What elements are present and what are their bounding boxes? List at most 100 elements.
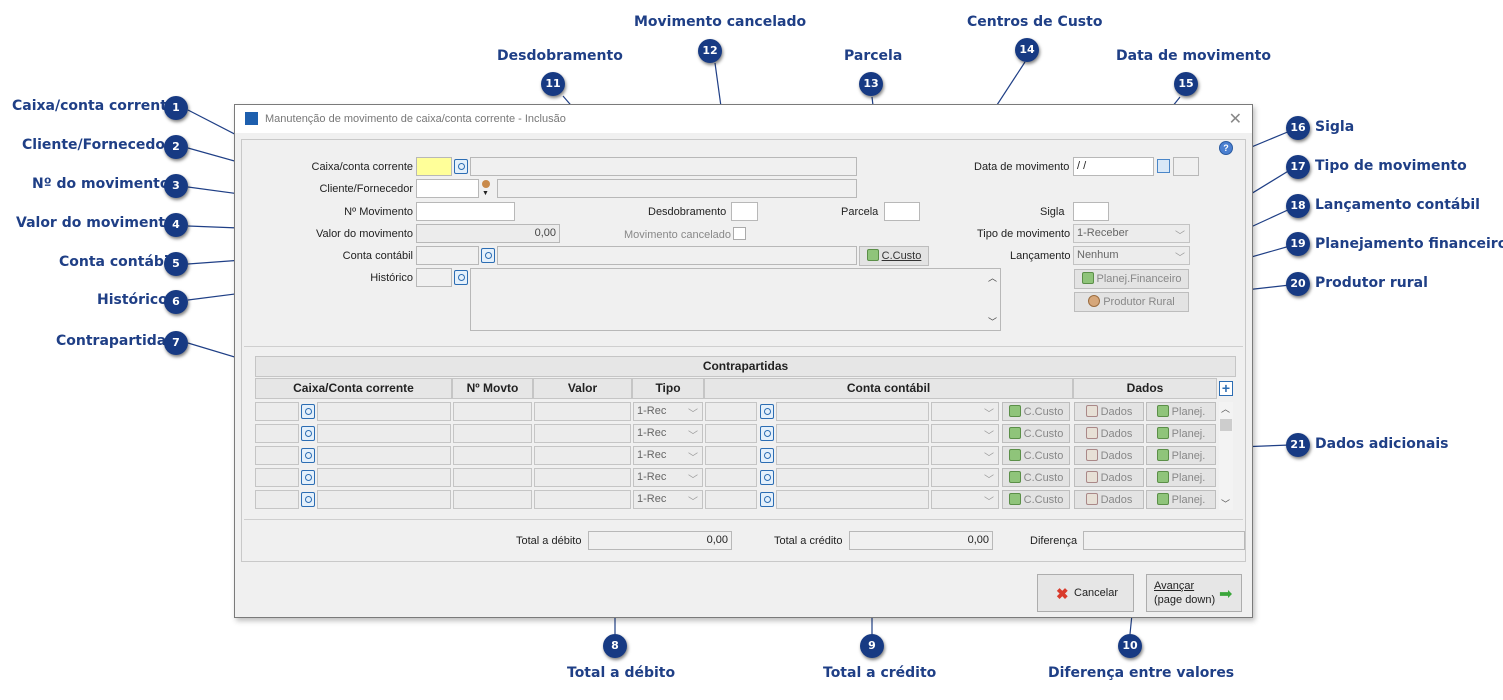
row-conta-input[interactable] — [705, 424, 757, 443]
chevron-down-icon[interactable]: ﹀ — [987, 317, 997, 327]
row-tipo-select[interactable]: 1-Rec﹀ — [633, 402, 703, 421]
desdobramento-input[interactable] — [731, 202, 758, 221]
add-row-button[interactable]: + — [1219, 381, 1233, 396]
row-conta-select[interactable]: ﹀ — [931, 468, 999, 487]
row-valor-input[interactable] — [534, 490, 631, 509]
row-dados-button[interactable]: Dados — [1074, 468, 1144, 487]
historico-search-icon[interactable] — [454, 270, 468, 285]
sigla-input[interactable] — [1073, 202, 1109, 221]
caixa-input[interactable] — [416, 157, 452, 176]
conta-search-icon[interactable] — [481, 248, 495, 263]
callout-label-19: Planejamento financeiro — [1315, 236, 1503, 252]
row-caixa-search-icon[interactable] — [301, 404, 315, 419]
row-nmovto-input[interactable] — [453, 468, 532, 487]
row-conta-search-icon[interactable] — [760, 426, 774, 441]
row-conta-search-icon[interactable] — [760, 404, 774, 419]
row-caixa-input[interactable] — [255, 402, 299, 421]
row-nmovto-input[interactable] — [453, 402, 532, 421]
callout-bubble-15: 15 — [1174, 72, 1198, 96]
scroll-thumb[interactable] — [1220, 419, 1232, 431]
chevron-down-icon[interactable]: ﹀ — [1221, 499, 1231, 509]
row-tipo-select[interactable]: 1-Rec﹀ — [633, 446, 703, 465]
cancelado-checkbox[interactable] — [733, 227, 746, 240]
plan-icon — [1156, 471, 1169, 483]
row-planej-button[interactable]: Planej. — [1146, 424, 1216, 443]
cliente-input[interactable] — [416, 179, 479, 198]
row-dados-button[interactable]: Dados — [1074, 424, 1144, 443]
row-caixa-search-icon[interactable] — [301, 492, 315, 507]
next-button[interactable]: Avançar (page down) ➡ — [1146, 574, 1242, 612]
callout-label-9: Total a crédito — [823, 665, 937, 681]
data-input[interactable]: / / — [1073, 157, 1154, 176]
person-icon[interactable] — [482, 180, 490, 188]
row-valor-input[interactable] — [534, 446, 631, 465]
row-caixa-search-icon[interactable] — [301, 448, 315, 463]
row-caixa-input[interactable] — [255, 490, 299, 509]
row-conta-search-icon[interactable] — [760, 448, 774, 463]
row-planej-button[interactable]: Planej. — [1146, 402, 1216, 421]
row-ccusto-label: C.Custo — [1023, 450, 1064, 462]
grid-scrollbar[interactable]: ︿ ﹀ — [1219, 402, 1233, 510]
planej-financeiro-button[interactable]: Planej.Financeiro — [1074, 269, 1189, 289]
row-tipo-select[interactable]: 1-Rec﹀ — [633, 424, 703, 443]
row-nmovto-input[interactable] — [453, 424, 532, 443]
callout-label-20: Produtor rural — [1315, 275, 1428, 291]
row-nmovto-input[interactable] — [453, 446, 532, 465]
cancel-button[interactable]: ✖ Cancelar — [1037, 574, 1134, 612]
callout-label-2: Cliente/Fornecedor — [22, 137, 172, 153]
callout-label-14: Centros de Custo — [967, 14, 1103, 30]
nmov-input[interactable] — [416, 202, 515, 221]
parcela-input[interactable] — [884, 202, 920, 221]
tipo-select[interactable]: 1-Receber﹀ — [1073, 224, 1190, 243]
row-conta-input[interactable] — [705, 446, 757, 465]
conta-input[interactable] — [416, 246, 479, 265]
row-dados-button[interactable]: Dados — [1074, 402, 1144, 421]
help-icon[interactable]: ? — [1219, 141, 1233, 155]
row-conta-select[interactable]: ﹀ — [931, 490, 999, 509]
row-caixa-search-icon[interactable] — [301, 470, 315, 485]
row-dados-button[interactable]: Dados — [1074, 446, 1144, 465]
row-ccusto-button[interactable]: C.Custo — [1002, 424, 1070, 443]
row-dados-button[interactable]: Dados — [1074, 490, 1144, 509]
historico-textarea[interactable]: ︿ ﹀ — [470, 268, 1001, 331]
produtor-rural-button[interactable]: Produtor Rural — [1074, 292, 1189, 312]
row-valor-input[interactable] — [534, 468, 631, 487]
callout-label-8: Total a débito — [567, 665, 676, 681]
row-conta-input[interactable] — [705, 402, 757, 421]
row-caixa-input[interactable] — [255, 424, 299, 443]
chevron-down-icon[interactable]: ▼ — [482, 190, 489, 197]
row-conta-input[interactable] — [705, 490, 757, 509]
row-dados-label: Dados — [1100, 450, 1133, 462]
row-conta-input[interactable] — [705, 468, 757, 487]
row-valor-input[interactable] — [534, 402, 631, 421]
calendar-icon[interactable] — [1157, 159, 1170, 173]
arrow-right-icon: ➡ — [1219, 586, 1233, 603]
chevron-up-icon[interactable]: ︿ — [987, 273, 997, 283]
row-caixa-input[interactable] — [255, 446, 299, 465]
row-valor-input[interactable] — [534, 424, 631, 443]
row-caixa-input[interactable] — [255, 468, 299, 487]
close-icon[interactable]: ✕ — [1228, 111, 1242, 128]
row-tipo-select[interactable]: 1-Rec﹀ — [633, 490, 703, 509]
row-conta-search-icon[interactable] — [760, 470, 774, 485]
lanc-select[interactable]: Nenhum﹀ — [1073, 246, 1190, 265]
row-conta-description — [776, 402, 929, 421]
row-nmovto-input[interactable] — [453, 490, 532, 509]
row-ccusto-button[interactable]: C.Custo — [1002, 468, 1070, 487]
row-conta-search-icon[interactable] — [760, 492, 774, 507]
row-planej-button[interactable]: Planej. — [1146, 468, 1216, 487]
chevron-up-icon[interactable]: ︿ — [1221, 404, 1231, 414]
row-ccusto-button[interactable]: C.Custo — [1002, 490, 1070, 509]
row-tipo-select[interactable]: 1-Rec﹀ — [633, 468, 703, 487]
ccusto-button[interactable]: C.Custo — [859, 246, 929, 266]
row-caixa-search-icon[interactable] — [301, 426, 315, 441]
caixa-search-icon[interactable] — [454, 159, 468, 174]
row-ccusto-button[interactable]: C.Custo — [1002, 446, 1070, 465]
row-planej-button[interactable]: Planej. — [1146, 446, 1216, 465]
row-conta-select[interactable]: ﹀ — [931, 446, 999, 465]
row-ccusto-button[interactable]: C.Custo — [1002, 402, 1070, 421]
row-conta-select[interactable]: ﹀ — [931, 402, 999, 421]
row-planej-button[interactable]: Planej. — [1146, 490, 1216, 509]
row-conta-select[interactable]: ﹀ — [931, 424, 999, 443]
historico-input[interactable] — [416, 268, 452, 287]
